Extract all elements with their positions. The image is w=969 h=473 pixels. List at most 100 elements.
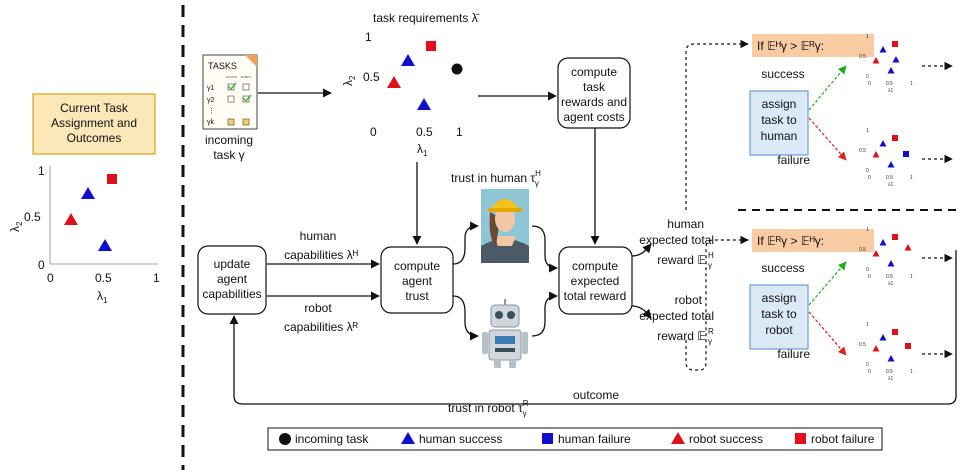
robot-expected-line1: robot [675, 293, 703, 307]
mini1-tick-y-0: 0 [866, 74, 869, 80]
mini1-tick-y-1: 1 [866, 34, 869, 40]
cond-human-text: If 𝔼ᴴγ > 𝔼ᴿγ: [757, 39, 824, 53]
edge-robot-success [808, 261, 847, 306]
edge-trust-to-robot [452, 295, 479, 341]
tasks-checkbox [242, 118, 250, 126]
mini3-tick-x-05: 0.5 [886, 274, 893, 280]
mini4-tick-x-0: 0 [868, 369, 871, 375]
left-human-success-marker-2 [98, 239, 112, 251]
legend-box [267, 427, 883, 451]
tasks-checkbox [227, 83, 235, 91]
mini2-human-success-marker-2 [887, 161, 895, 168]
mini1-robot-failure-marker [892, 41, 898, 47]
legend-robot-failure-marker [795, 433, 806, 444]
mini3-outcome-marker [904, 244, 912, 251]
req-tick-x-0: 0 [370, 125, 377, 139]
mini4-tick-x-05: 0.5 [886, 369, 893, 375]
assign-robot-line3: robot [765, 323, 793, 337]
mini1-outcome-marker [892, 56, 900, 63]
current-assignment-line2: Assignment and [51, 116, 137, 130]
human-cap-line2: capabilities λᴴ [284, 248, 358, 262]
req-robot-success-marker [387, 76, 401, 88]
current-assignment-box [32, 93, 156, 155]
tasks-checkbox [227, 95, 235, 103]
human-cap-line1: human [300, 229, 337, 243]
compute-expected-line1: compute [572, 259, 618, 273]
mini2-human-success-marker [879, 140, 887, 147]
edge-robot-to-expected [531, 291, 558, 337]
update-capabilities-box [197, 245, 267, 315]
compute-rewards-line1: compute [571, 65, 617, 79]
left-tick-y-1: 1 [38, 164, 45, 178]
left-tick-y-0: 0 [38, 258, 45, 272]
mini4-tick-x-1: 1 [910, 369, 913, 375]
mini3-human-success-marker-2 [887, 260, 895, 267]
mini2-robot-failure-marker [892, 135, 898, 141]
req-human-success-marker [401, 54, 415, 66]
human-expected-line3: reward 𝔼 [657, 253, 706, 267]
compute-expected-box [558, 246, 633, 315]
robot-cap-line1: robot [304, 301, 332, 315]
tasks-card-col-human: HUMAN [226, 75, 237, 79]
mini2-tick-y-0: 0 [866, 168, 869, 174]
req-xlabel: λ1 [417, 142, 428, 158]
assign-robot-line1: assign [762, 291, 797, 305]
mini3-tick-x-1: 1 [910, 274, 913, 280]
robot-expected-line3: reward 𝔼 [657, 329, 706, 343]
compute-trust-line2: agent [402, 274, 433, 288]
legend-human-success-marker [401, 432, 415, 444]
tasks-check-icon [227, 82, 237, 90]
mini3-tick-y-0: 0 [866, 267, 869, 273]
assign-robot-line2: task to [761, 307, 797, 321]
edge-human-success [808, 65, 847, 111]
left-tick-x-1: 1 [153, 271, 160, 285]
edge-expected-to-human-reward [631, 243, 652, 257]
tasks-card-row-2: γ2 [207, 97, 215, 104]
human-expected-sup: H [708, 251, 714, 260]
tasks-card-row-4: γk [207, 119, 215, 126]
human-expected-line2: expected total [639, 233, 714, 247]
mini3-xlabel: λ1 [888, 281, 894, 287]
edge-robot-failure [808, 311, 847, 356]
robot-expected-line2: expected total [639, 309, 714, 323]
compute-trust-line1: compute [394, 259, 440, 273]
left-tick-x-05: 0.5 [95, 271, 112, 285]
tasks-card-row-1: γ1 [207, 85, 215, 92]
robot-cap-line2: capabilities λᴿ [284, 320, 359, 334]
mini2-tick-y-05: 0.5 [859, 148, 866, 154]
tasks-card-body [202, 54, 258, 130]
mini3-robot-success-marker [872, 250, 880, 257]
assign-human-line3: human [761, 129, 798, 143]
req-tick-x-05: 0.5 [416, 125, 433, 139]
edge-trust-to-human [452, 221, 479, 265]
mini3-tick-y-05: 0.5 [859, 247, 866, 253]
legend-human-failure-marker [542, 433, 553, 444]
mini3-human-success-marker [879, 239, 887, 246]
robot-expected-sub: γ [708, 337, 712, 346]
mini2-xlabel: λ1 [888, 182, 894, 188]
outcome-label: outcome [573, 388, 619, 402]
tasks-checkbox [242, 95, 250, 103]
update-line3: capabilities [202, 287, 261, 301]
mini2-robot-success-marker [872, 151, 880, 158]
mini4-tick-y-0: 0 [866, 362, 869, 368]
compute-rewards-line3: rewards and [561, 95, 627, 109]
tasks-check-icon [242, 94, 252, 102]
compute-trust-line3: trust [405, 289, 429, 303]
human-expected-sub: γ [708, 261, 712, 270]
cond-robot-box [752, 229, 874, 252]
mini2-tick-y-1: 1 [866, 128, 869, 134]
mini1-tick-y-05: 0.5 [859, 54, 866, 60]
robot-expected-sup: R [708, 327, 714, 336]
mini4-tick-y-1: 1 [866, 322, 869, 328]
req-tick-y-1: 1 [365, 30, 372, 44]
mini3-tick-y-1: 1 [866, 227, 869, 233]
mini2-tick-x-05: 0.5 [886, 175, 893, 181]
current-assignment-line3: Outcomes [67, 131, 122, 145]
req-tick-y-05: 0.5 [363, 70, 380, 84]
edge-human-to-expected [531, 225, 558, 273]
mini1-tick-x-05: 0.5 [886, 81, 893, 87]
mini1-human-success-marker [879, 46, 887, 53]
